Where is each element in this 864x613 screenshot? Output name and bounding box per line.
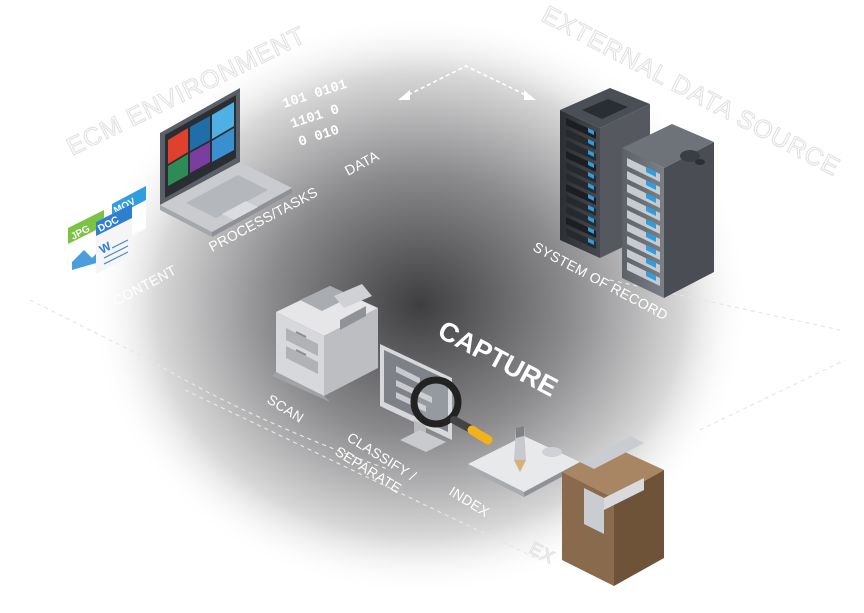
rack-slot	[566, 217, 596, 238]
rack-led	[588, 150, 594, 157]
rack-led	[646, 219, 656, 229]
rack-led	[646, 167, 656, 177]
rack-led	[646, 271, 656, 281]
rack-led	[588, 128, 594, 135]
rack-led	[646, 193, 656, 203]
rack-led	[588, 161, 594, 168]
rack-led	[588, 238, 594, 245]
arrowhead-left-icon	[398, 90, 410, 100]
rack-led	[588, 194, 594, 201]
rack-slot	[627, 184, 660, 208]
rack-slot	[566, 118, 596, 139]
rack-led	[646, 258, 656, 268]
content-files-icon: MOV JPG DOC W	[68, 186, 146, 276]
rack-led	[588, 205, 594, 212]
rack-slot	[627, 249, 660, 273]
rack-slot	[627, 197, 660, 221]
light-rack-slots	[627, 158, 660, 286]
rack-slot	[566, 184, 596, 205]
rack-slot	[627, 262, 660, 286]
rack-slot	[627, 171, 660, 195]
rack-led	[588, 227, 594, 234]
rack-led	[588, 216, 594, 223]
rack-slot	[566, 162, 596, 183]
rack-slot	[627, 223, 660, 247]
rack-led	[588, 183, 594, 190]
rack-slot	[566, 206, 596, 227]
rack-slot	[627, 158, 660, 182]
rack-led	[588, 139, 594, 146]
rack-led	[646, 245, 656, 255]
rack-slot	[627, 236, 660, 260]
rack-led	[646, 206, 656, 216]
boundary-lines	[29, 279, 846, 561]
laptop-icon	[160, 88, 292, 237]
server-rack-light-icon	[622, 124, 714, 298]
rack-led	[646, 180, 656, 190]
arrowhead-right-icon	[524, 90, 536, 100]
rack-slot	[566, 129, 596, 150]
scanner-icon	[272, 284, 378, 402]
exchange-double-arrow	[401, 65, 533, 99]
magnifier-icon	[410, 376, 493, 445]
server-rack-dark-icon	[560, 88, 650, 258]
box-icon	[562, 436, 664, 586]
rack-slot	[627, 210, 660, 234]
rack-slot	[566, 195, 596, 216]
rack-led	[588, 172, 594, 179]
rack-slot	[566, 140, 596, 161]
rack-led	[646, 232, 656, 242]
rack-slot	[566, 228, 596, 249]
rack-slot	[566, 151, 596, 172]
rack-slot	[566, 173, 596, 194]
dark-rack-slots	[566, 118, 596, 249]
